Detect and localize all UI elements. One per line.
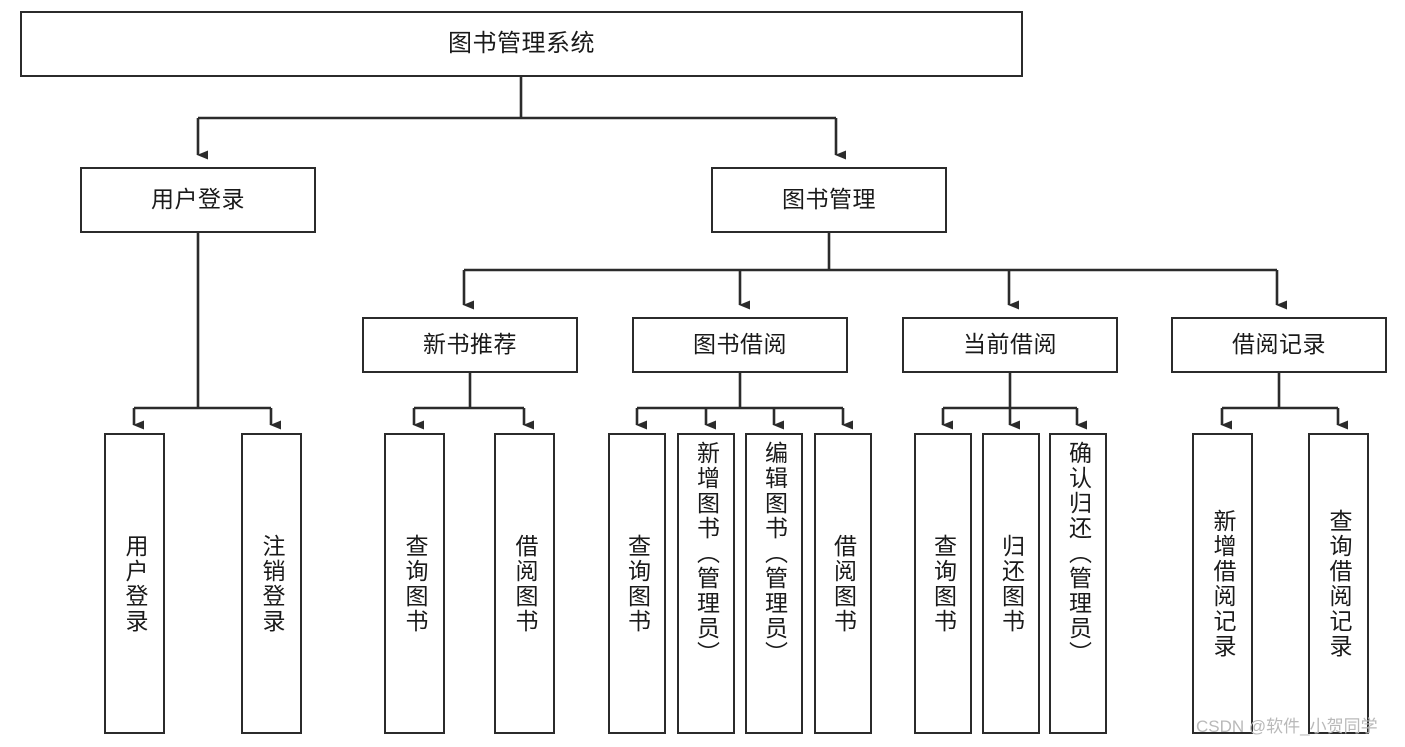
node-leaf-user-login[interactable]: 用户登录 — [104, 433, 165, 734]
node-new-book-recommend[interactable]: 新书推荐 — [362, 317, 578, 373]
node-leaf-query-book-3[interactable]: 查询图书 — [914, 433, 972, 734]
node-user-login[interactable]: 用户登录 — [80, 167, 316, 233]
node-borrow-record[interactable]: 借阅记录 — [1171, 317, 1387, 373]
node-leaf-return-book[interactable]: 归还图书 — [982, 433, 1040, 734]
node-leaf-query-book-1[interactable]: 查询图书 — [384, 433, 445, 734]
node-leaf-borrow-book-1[interactable]: 借阅图书 — [494, 433, 555, 734]
node-leaf-user-logout[interactable]: 注销登录 — [241, 433, 302, 734]
node-leaf-confirm-return[interactable]: 确认归还（管理员） — [1049, 433, 1107, 734]
node-book-borrow[interactable]: 图书借阅 — [632, 317, 848, 373]
node-leaf-add-book[interactable]: 新增图书（管理员） — [677, 433, 735, 734]
node-book-manage[interactable]: 图书管理 — [711, 167, 947, 233]
node-leaf-query-book-2[interactable]: 查询图书 — [608, 433, 666, 734]
node-leaf-borrow-book-2[interactable]: 借阅图书 — [814, 433, 872, 734]
node-leaf-add-record[interactable]: 新增借阅记录 — [1192, 433, 1253, 734]
csdn-watermark: CSDN @软件_小贺同学 — [1196, 717, 1378, 736]
node-leaf-query-record[interactable]: 查询借阅记录 — [1308, 433, 1369, 734]
node-root-system[interactable]: 图书管理系统 — [20, 11, 1023, 77]
node-leaf-edit-book[interactable]: 编辑图书（管理员） — [745, 433, 803, 734]
node-current-borrow[interactable]: 当前借阅 — [902, 317, 1118, 373]
